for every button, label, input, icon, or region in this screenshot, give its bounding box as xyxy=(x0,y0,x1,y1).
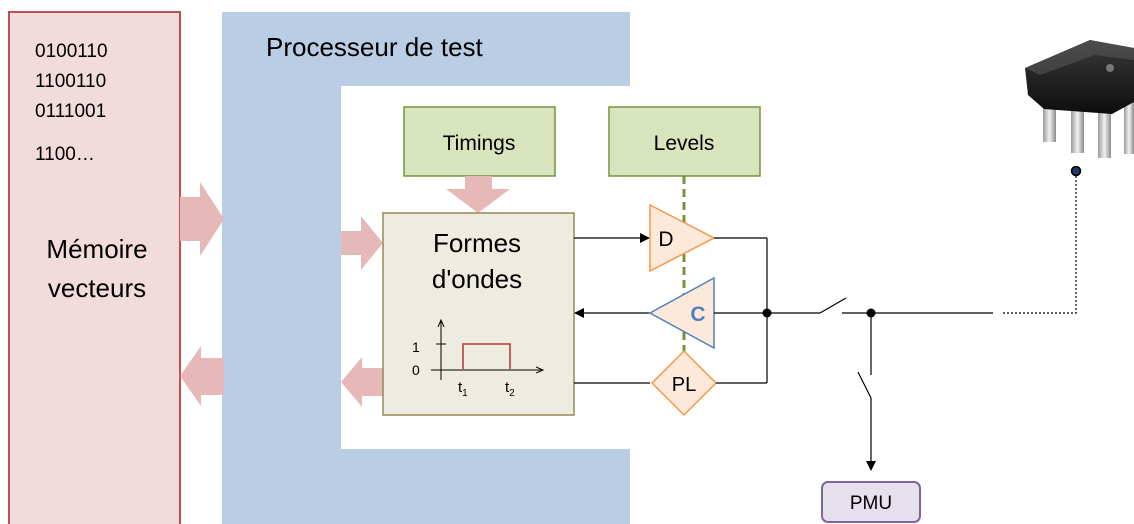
timings-label: Timings xyxy=(443,132,516,155)
levels-box xyxy=(608,106,761,177)
waveforms-label-line1: Formes xyxy=(433,228,521,258)
graph-label-1: 1 xyxy=(412,339,420,355)
processor-title: Processeur de test xyxy=(266,32,484,62)
graph-t2-label: t2 xyxy=(505,379,515,399)
waveforms-label-line2: d'ondes xyxy=(432,264,522,294)
waveforms-to-processor-arrow xyxy=(341,357,383,407)
pulse-signal xyxy=(462,343,511,369)
driver-triangle xyxy=(649,203,716,273)
memory-block xyxy=(8,11,181,524)
chip-pin-contact xyxy=(1070,165,1082,177)
vector-line-1: 0100110 xyxy=(35,41,108,62)
waveform-graph: 1 0 t1 t2 xyxy=(412,320,543,399)
graph-t1-label: t1 xyxy=(458,379,468,399)
vector-line-2: 1100110 xyxy=(35,71,106,92)
chip-pin-2 xyxy=(1071,101,1084,153)
dut-switch xyxy=(819,297,847,314)
graph-label-0: 0 xyxy=(412,362,420,378)
dut-dotted-connection xyxy=(1003,172,1077,314)
processor-to-waveforms-arrow xyxy=(341,216,383,270)
pmu-switch xyxy=(857,371,872,399)
driver-label: D xyxy=(658,228,673,251)
vector-line-4: 1100… xyxy=(35,144,95,165)
memory-label-line2: vecteurs xyxy=(48,273,146,303)
timings-arrow xyxy=(446,176,510,213)
load-label: PL xyxy=(672,374,696,396)
timings-box xyxy=(403,106,556,177)
chip-top-face xyxy=(1025,40,1134,75)
processor-to-memory-arrow xyxy=(180,346,224,406)
dut-chip-image xyxy=(1025,40,1134,177)
pmu-label: PMU xyxy=(850,493,892,514)
chip-pin-3 xyxy=(1098,104,1111,158)
vector-line-3: 0111001 xyxy=(35,101,106,122)
chip-pin-4 xyxy=(1124,102,1134,154)
memory-to-processor-arrow xyxy=(180,182,224,256)
levels-label: Levels xyxy=(654,132,715,155)
test-processor-block xyxy=(222,12,630,524)
comparator-label: C xyxy=(690,303,705,326)
chip-notch-icon xyxy=(1106,64,1114,72)
load-diamond xyxy=(650,349,718,417)
pmu-box xyxy=(821,481,921,523)
memory-label-line1: Mémoire xyxy=(46,234,147,264)
